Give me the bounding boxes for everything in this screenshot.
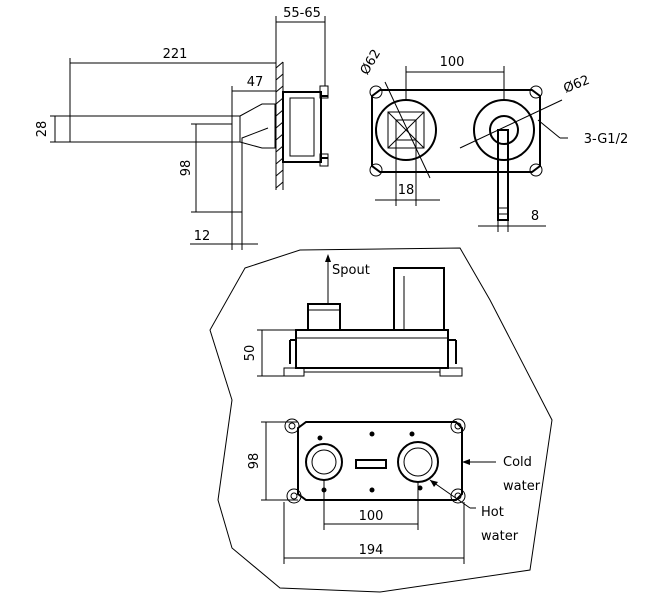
box-side-view: Spout 50 xyxy=(243,254,463,377)
leader-dia-left xyxy=(384,81,431,179)
center-slot xyxy=(355,459,387,469)
spout-stub xyxy=(307,303,341,331)
dim-12: 12 xyxy=(194,229,211,244)
dim-98-side: 98 xyxy=(179,160,194,177)
dim-47: 47 xyxy=(247,75,264,90)
dim-28: 28 xyxy=(35,121,50,138)
box-front-view: Cold water Hot water 98 100 194 xyxy=(247,418,541,564)
wall-hatch xyxy=(275,61,284,189)
handle-hub xyxy=(489,115,519,145)
handle-lever xyxy=(231,120,269,213)
side-view: 221 55-65 47 28 98 12 xyxy=(35,6,329,250)
dim-100-top: 100 xyxy=(440,55,465,70)
dim-100-box: 100 xyxy=(359,509,384,524)
front-lever xyxy=(497,129,509,221)
label-hot-line-2: water xyxy=(481,529,519,544)
dim-18: 18 xyxy=(398,183,415,198)
dim-dia-right: Ø62 xyxy=(561,73,591,97)
dim-dia-left: Ø62 xyxy=(358,47,384,78)
label-cold-line-1: Cold xyxy=(503,455,532,470)
left-port xyxy=(305,443,343,481)
dim-221: 221 xyxy=(163,47,188,62)
detail-outline xyxy=(209,247,553,593)
box-side-body xyxy=(295,329,449,369)
label-cold-line-2: water xyxy=(503,479,541,494)
label-hot-line-1: Hot xyxy=(481,505,504,520)
dim-194: 194 xyxy=(359,543,384,558)
dim-thread: 3-G1/2 xyxy=(584,132,628,147)
valve-cylinder xyxy=(393,267,445,331)
label-spout: Spout xyxy=(332,263,370,278)
dim-55-65: 55-65 xyxy=(283,6,321,21)
spout-collar xyxy=(239,103,276,149)
wall-box xyxy=(282,91,322,163)
dim-50: 50 xyxy=(243,345,258,362)
dim-8: 8 xyxy=(531,209,539,224)
spout-body xyxy=(69,115,241,143)
leader-dia-right xyxy=(459,99,563,149)
front-view: 100 Ø62 Ø62 3-G1/2 18 8 xyxy=(358,47,628,232)
dim-98-box: 98 xyxy=(247,453,262,470)
